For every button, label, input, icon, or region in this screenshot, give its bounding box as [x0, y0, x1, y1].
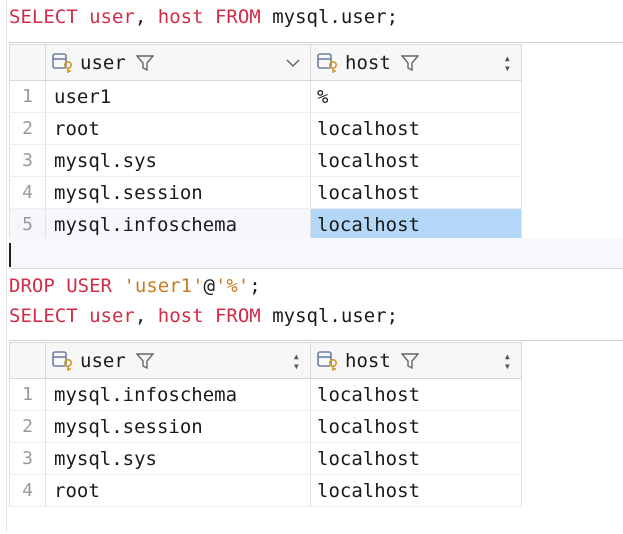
row-number: 5	[9, 208, 46, 241]
editor-gutter-divider	[6, 0, 7, 533]
column-user: user	[89, 6, 135, 28]
cell-host[interactable]: localhost	[310, 474, 522, 507]
sql-line-select-2[interactable]: SELECT user, host FROM mysql.user;	[9, 304, 398, 328]
cell-host[interactable]: localhost	[310, 144, 522, 177]
cell-host[interactable]: localhost	[310, 112, 522, 145]
sql-line-select-1[interactable]: SELECT user, host FROM mysql.user;	[9, 5, 398, 29]
keyword-select: SELECT	[9, 305, 78, 327]
result-grid-2: user ▴▾ host	[9, 340, 623, 534]
row-number-header	[9, 342, 46, 379]
keyword-drop: DROP	[9, 275, 55, 297]
keyword-user: USER	[66, 275, 112, 297]
row-number: 3	[9, 442, 46, 475]
sort-icon[interactable]: ▴▾	[292, 348, 300, 373]
column-user: user	[89, 305, 135, 327]
table-row[interactable]: 2 root localhost	[9, 112, 522, 145]
keyword-select: SELECT	[9, 6, 78, 28]
table-row[interactable]: 1 mysql.infoschema localhost	[9, 378, 522, 411]
cell-host-selected[interactable]: localhost	[310, 208, 522, 241]
row-number: 4	[9, 176, 46, 209]
sql-line-drop-user[interactable]: DROP USER 'user1'@'%';	[9, 274, 261, 298]
comma: ,	[134, 6, 147, 28]
column-header-label: user	[80, 349, 126, 372]
column-key-icon	[317, 350, 341, 372]
result-grid-1: user host	[9, 42, 623, 241]
cell-user[interactable]: root	[45, 112, 311, 145]
cell-user[interactable]: mysql.sys	[45, 442, 311, 475]
cell-host[interactable]: localhost	[310, 176, 522, 209]
cell-user[interactable]: mysql.sys	[45, 144, 311, 177]
cell-user[interactable]: mysql.infoschema	[45, 378, 311, 411]
keyword-from: FROM	[214, 305, 261, 327]
keyword-from: FROM	[214, 6, 261, 28]
filter-icon[interactable]	[135, 352, 154, 370]
column-header-label: host	[345, 349, 391, 372]
cell-host[interactable]: localhost	[310, 378, 522, 411]
cell-host[interactable]: localhost	[310, 442, 522, 475]
table-name: mysql.user	[272, 6, 387, 28]
table-row[interactable]: 3 mysql.sys localhost	[9, 442, 522, 475]
sort-icon[interactable]: ▴▾	[503, 50, 511, 75]
row-number: 3	[9, 144, 46, 177]
chevron-down-icon[interactable]	[286, 58, 300, 68]
table-row[interactable]: 3 mysql.sys localhost	[9, 144, 522, 177]
row-number: 1	[9, 378, 46, 411]
table-row-selected[interactable]: 5 mysql.infoschema localhost	[9, 208, 522, 241]
table-row[interactable]: 4 root localhost	[9, 474, 522, 507]
cell-user[interactable]: mysql.session	[45, 176, 311, 209]
column-host: host	[157, 6, 204, 28]
cell-host[interactable]: %	[310, 80, 522, 113]
row-number-header	[9, 44, 46, 81]
semicolon: ;	[249, 275, 261, 297]
column-header-user[interactable]: user ▴▾	[45, 342, 311, 379]
column-key-icon	[52, 350, 76, 372]
column-host: host	[157, 305, 204, 327]
column-header-user[interactable]: user	[45, 44, 311, 81]
column-key-icon	[317, 52, 341, 74]
table-row[interactable]: 1 user1 %	[9, 80, 522, 113]
table-row[interactable]: 4 mysql.session localhost	[9, 176, 522, 209]
filter-icon[interactable]	[135, 54, 154, 72]
cell-user[interactable]: mysql.infoschema	[45, 208, 311, 241]
cell-user[interactable]: root	[45, 474, 311, 507]
table-row[interactable]: 2 mysql.session localhost	[9, 410, 522, 443]
row-number: 4	[9, 474, 46, 507]
row-number: 2	[9, 112, 46, 145]
row-number: 2	[9, 410, 46, 443]
cell-user[interactable]: mysql.session	[45, 410, 311, 443]
comma: ,	[134, 305, 147, 327]
column-header-host[interactable]: host ▴▾	[310, 44, 522, 81]
semicolon: ;	[386, 6, 399, 28]
column-header-label: user	[80, 51, 126, 74]
at-sign: @	[203, 275, 215, 297]
column-header-label: host	[345, 51, 391, 74]
sort-icon[interactable]: ▴▾	[503, 348, 511, 373]
cell-user[interactable]: user1	[45, 80, 311, 113]
semicolon: ;	[386, 305, 399, 327]
text-cursor	[9, 243, 11, 267]
string-host: '%'	[214, 275, 250, 297]
filter-icon[interactable]	[400, 352, 419, 370]
column-header-host[interactable]: host ▴▾	[310, 342, 522, 379]
column-key-icon	[52, 52, 76, 74]
row-number: 1	[9, 80, 46, 113]
cell-host[interactable]: localhost	[310, 410, 522, 443]
result-grid-footer	[9, 238, 623, 269]
string-user: 'user1'	[123, 275, 204, 297]
table-name: mysql.user	[272, 305, 387, 327]
filter-icon[interactable]	[400, 54, 419, 72]
